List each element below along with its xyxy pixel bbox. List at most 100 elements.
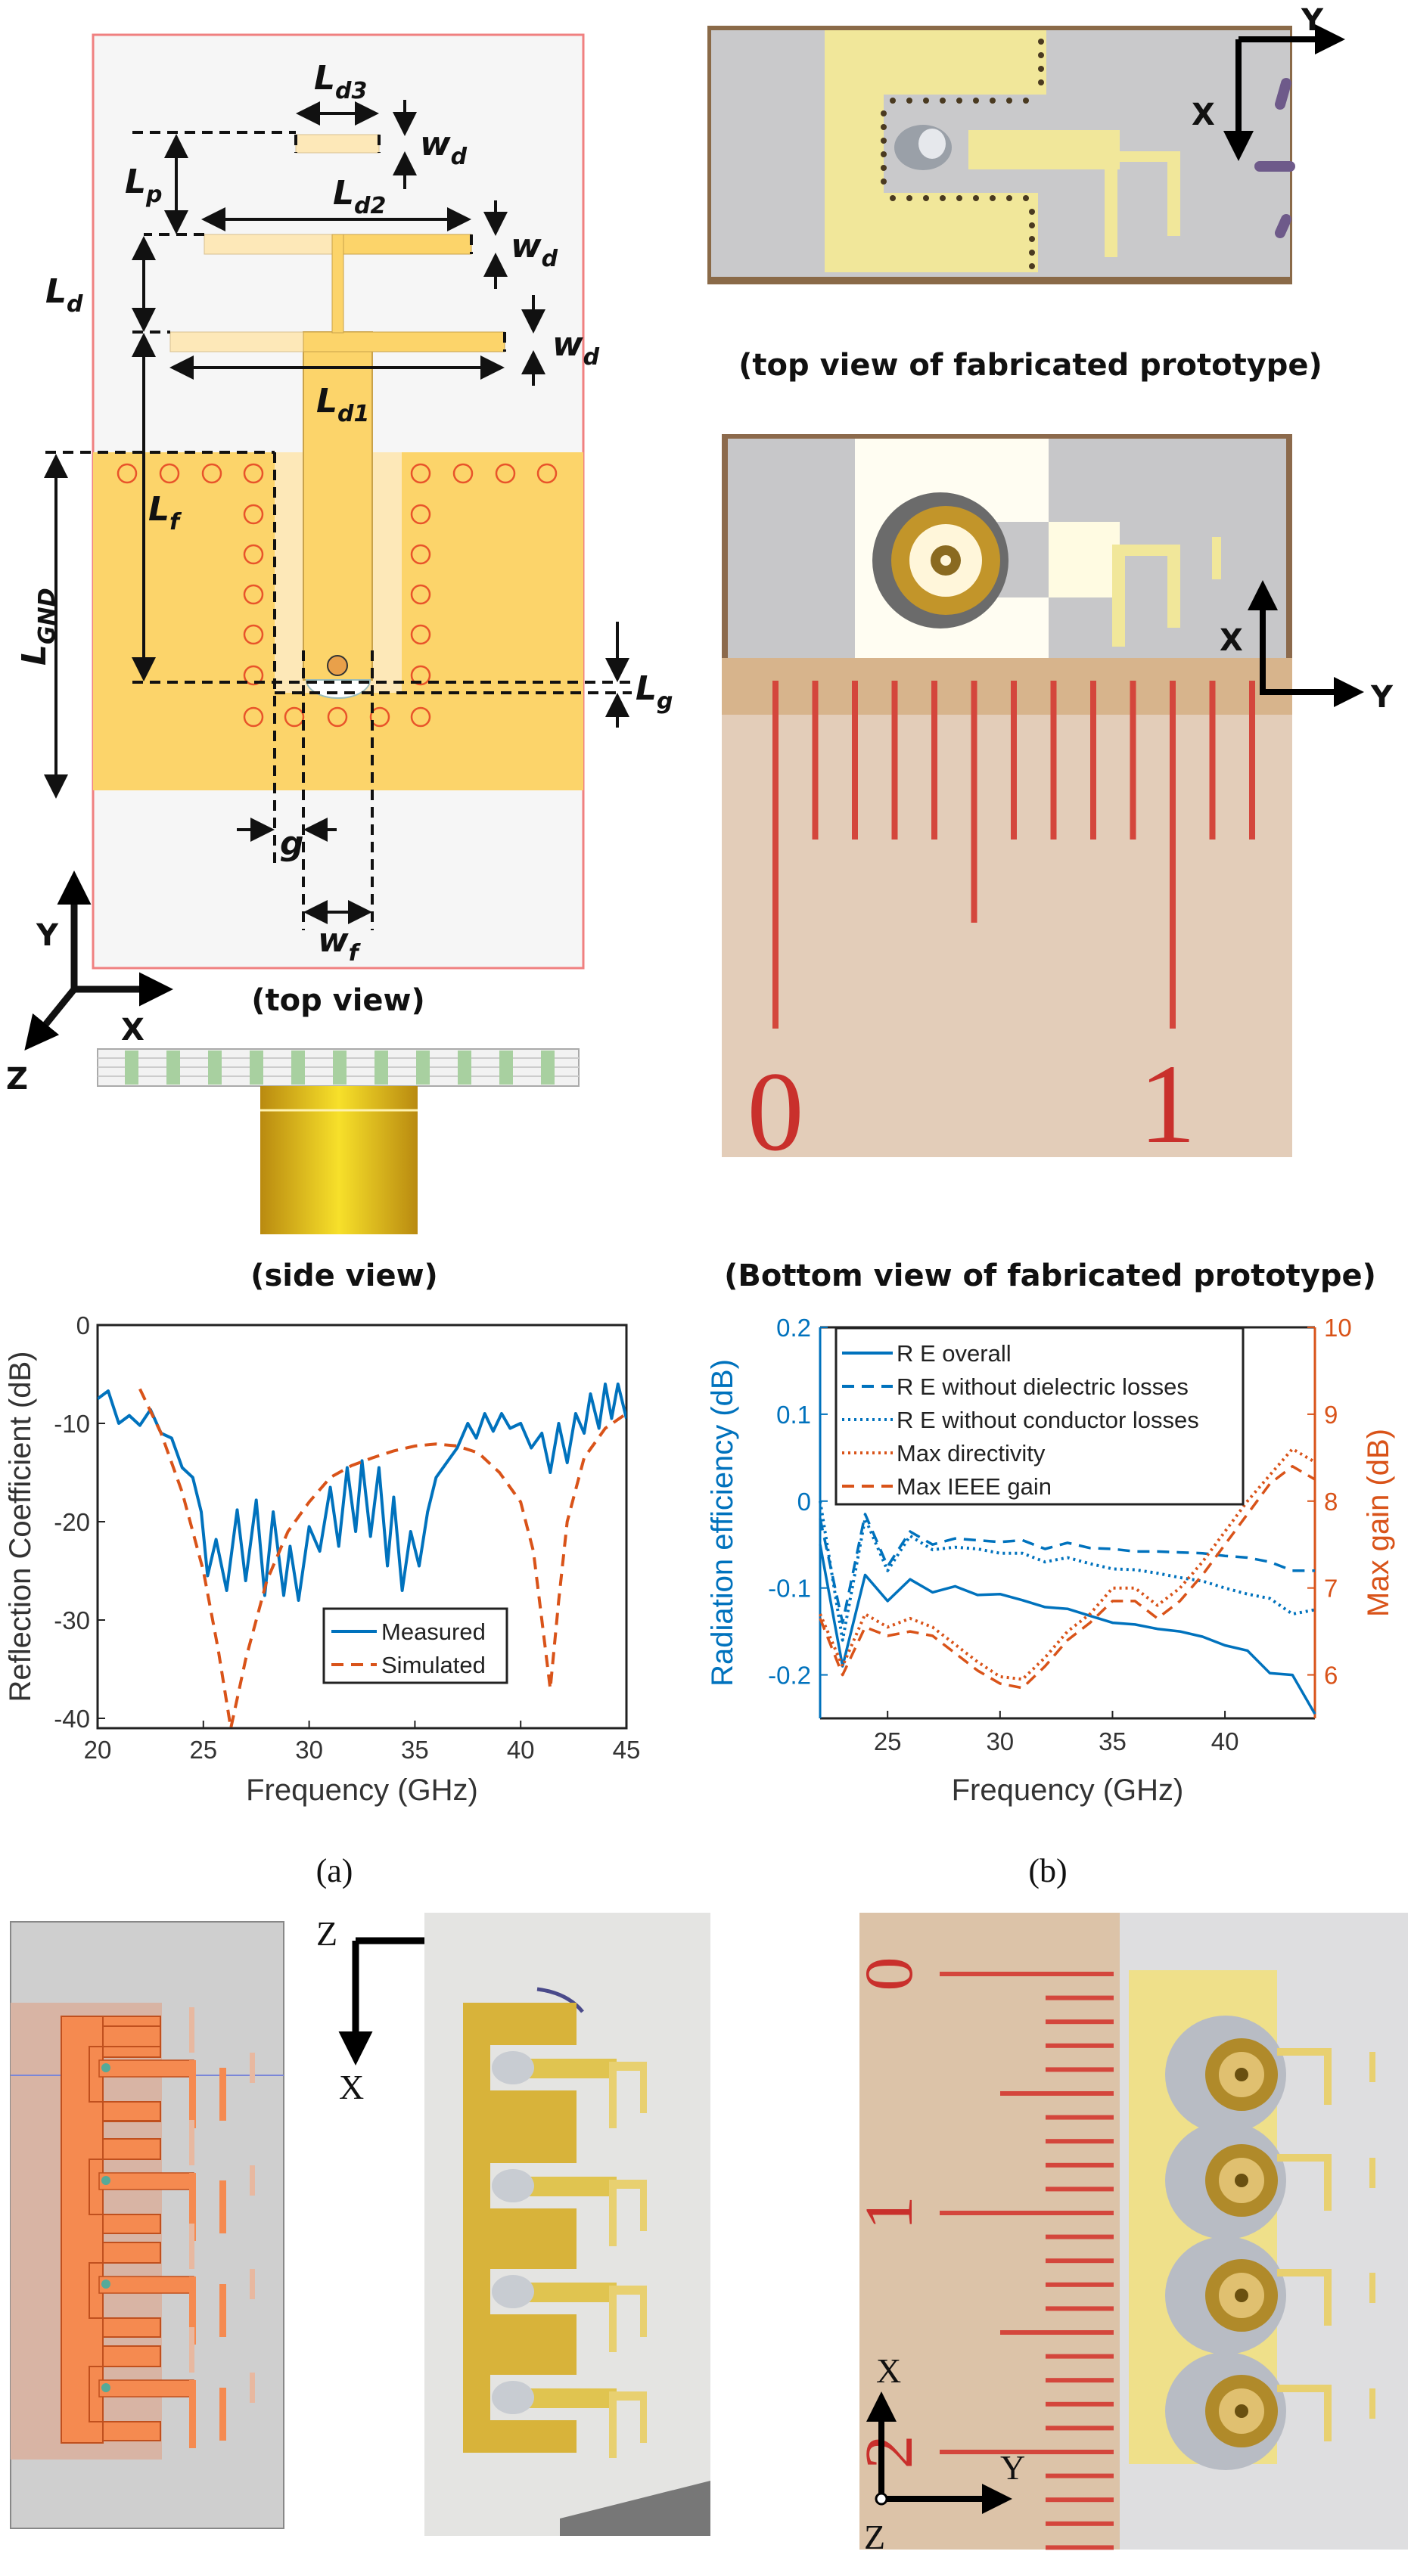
array-cad-model xyxy=(10,1921,284,2529)
via-dot xyxy=(1038,66,1044,72)
label-wd-1: wd xyxy=(552,325,600,371)
legend-label: Max directivity xyxy=(897,1440,1046,1466)
cad-feed xyxy=(98,2172,194,2190)
dipole xyxy=(1277,2048,1332,2105)
via-hole xyxy=(410,624,431,645)
ruler-tick xyxy=(1046,2067,1114,2072)
photo-bottom-view-prototype: 0 1 X Y xyxy=(722,434,1394,1175)
ruler-tick xyxy=(940,2450,1114,2454)
axis-label-x: X xyxy=(121,1013,145,1047)
legend xyxy=(322,1607,508,1684)
photo-top-view-prototype: Y X xyxy=(707,3,1345,284)
array-bottom-ruler-photo: 0 1 2 X Y Z xyxy=(852,1913,1408,2556)
y-tick-label: 0 xyxy=(797,1488,811,1516)
proto-dipole xyxy=(609,2286,647,2352)
x-axis-label: Frequency (GHz) xyxy=(246,1774,478,1807)
ruler-tick xyxy=(1011,681,1017,840)
legend-label: R E without dielectric losses xyxy=(897,1373,1189,1400)
connector-pin xyxy=(1235,2068,1248,2081)
via-dot xyxy=(990,98,996,104)
ruler-tick xyxy=(1090,681,1096,840)
via-dot xyxy=(1029,250,1035,256)
label-ld2: Ld2 xyxy=(333,174,386,219)
array-prototype-photo xyxy=(424,1913,710,2536)
side-via xyxy=(375,1051,388,1085)
via-hole xyxy=(536,463,558,484)
via-dot xyxy=(1023,195,1029,201)
ruler-tick xyxy=(772,681,779,1029)
via-dot xyxy=(973,195,979,201)
y-tick-label: -10 xyxy=(54,1410,90,1438)
cad-director xyxy=(189,2007,194,2053)
cad-element-ground xyxy=(89,2138,161,2234)
via-hole xyxy=(410,706,431,728)
cad-dipole xyxy=(189,2277,196,2345)
photo-axis-label-x: X xyxy=(1192,98,1215,132)
y-right-tick-label: 10 xyxy=(1324,1314,1352,1342)
via-hole xyxy=(284,706,305,728)
panel-label-b: (b) xyxy=(1028,1852,1067,1889)
cad-feed xyxy=(98,2379,194,2398)
via-hole xyxy=(369,706,390,728)
connector-pin xyxy=(1235,2404,1248,2418)
y-tick-label: 0.2 xyxy=(776,1314,811,1342)
via-hole xyxy=(201,463,222,484)
via-hole xyxy=(410,504,431,525)
y-tick-label: 0 xyxy=(76,1311,90,1339)
cad-dipole xyxy=(189,2380,196,2448)
side-via xyxy=(125,1051,138,1085)
ruler-tick xyxy=(1046,2139,1114,2144)
series-line-r-e-overall xyxy=(819,1544,1316,1715)
via-dot xyxy=(956,195,962,201)
y-tick-label: 0.1 xyxy=(776,1401,811,1429)
x-tick-label: 20 xyxy=(84,1736,112,1764)
legend-label: Measured xyxy=(381,1619,486,1645)
x-tick-label: 25 xyxy=(189,1736,217,1764)
feed-copper xyxy=(968,130,1120,169)
director xyxy=(1369,2273,1375,2303)
via-hole xyxy=(410,544,431,565)
cad-director xyxy=(189,2327,194,2373)
side-via xyxy=(458,1051,471,1085)
ruler-tick xyxy=(891,681,898,840)
antenna-design-diagram: Ld3 wd Lp Ld2 wd Ld wd Ld1 Lf LGND Lg g … xyxy=(6,33,673,1293)
x-tick-label: 25 xyxy=(874,1727,902,1755)
proto-dipole xyxy=(609,2180,647,2246)
side-via xyxy=(541,1051,555,1085)
y-right-tick-label: 7 xyxy=(1324,1575,1338,1603)
cad-feed-point xyxy=(101,2176,110,2185)
dipole-2-right xyxy=(331,234,472,255)
ruler-tick xyxy=(1046,1995,1114,2000)
director-3 xyxy=(295,134,380,154)
bottom-photo-caption: (Bottom view of fabricated prototype) xyxy=(724,1259,1376,1293)
ruler-tick xyxy=(1050,681,1057,840)
via-hole xyxy=(410,463,431,484)
via-dot xyxy=(1029,222,1035,228)
cad-dipole xyxy=(219,2388,226,2441)
ruler-tick xyxy=(1046,2473,1114,2478)
array-axis-label-z: Z xyxy=(316,1914,337,1953)
cad-director xyxy=(250,2053,255,2083)
ruler-tick xyxy=(940,1972,1114,1976)
series-line-r-e-without-conductor-losses xyxy=(819,1501,1316,1642)
series-line-r-e-without-dielectric-losses xyxy=(819,1513,1315,1625)
x-axis-label: Frequency (GHz) xyxy=(952,1774,1184,1807)
via-hole xyxy=(243,665,264,686)
via-dot xyxy=(990,195,996,201)
ruler-tick xyxy=(1046,2282,1114,2287)
via-hole xyxy=(243,584,264,605)
ruler-tick xyxy=(812,681,819,840)
y-axis-label: Reflection Coefficient (dB) xyxy=(4,1352,37,1702)
axis-label-z: Z xyxy=(6,1062,28,1097)
side-via xyxy=(166,1051,180,1085)
y-tick-label: -40 xyxy=(54,1705,90,1733)
via-dot xyxy=(956,98,962,104)
ruler-tick xyxy=(1046,2401,1114,2407)
via-hole xyxy=(410,665,431,686)
director xyxy=(1369,2388,1375,2419)
via-dot xyxy=(1006,98,1012,104)
ruler-number-1: 1 xyxy=(1139,1041,1196,1167)
via-hole xyxy=(327,706,348,728)
ground-copper xyxy=(825,30,1046,272)
